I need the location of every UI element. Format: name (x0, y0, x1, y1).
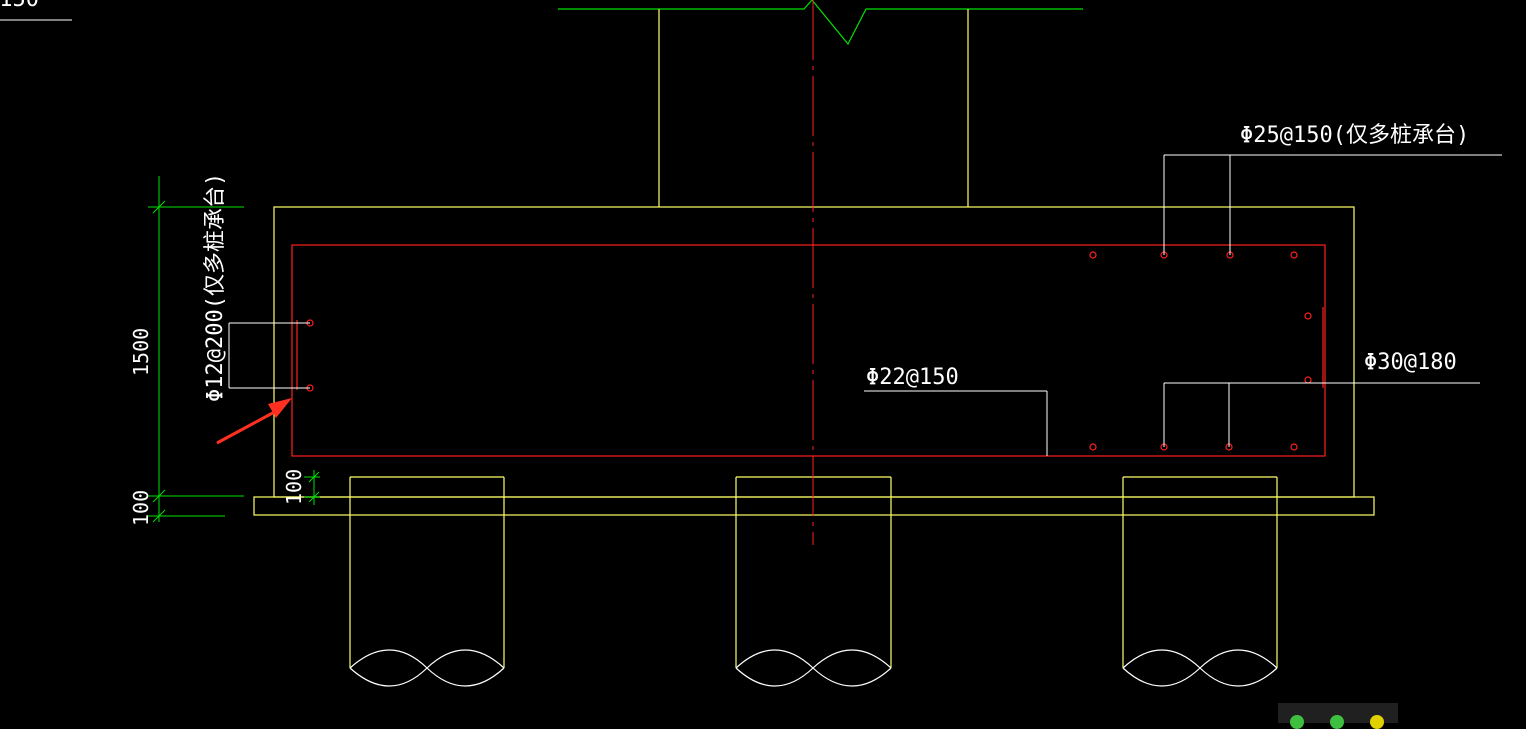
dimension-100-inner-left: 100 (282, 469, 306, 505)
pile-cap-outline (273, 206, 1355, 498)
column-break-line (558, 0, 1083, 46)
yellow-status-icon[interactable] (1370, 715, 1384, 729)
annotation-arrow (216, 398, 292, 445)
rebar-dots (306, 251, 1312, 451)
green-status-icon[interactable] (1290, 715, 1304, 729)
rebar-cage (291, 244, 1326, 457)
dimension-100-bottom-left: 100 (129, 490, 153, 526)
label-middle-rebar: Φ22@150 (866, 365, 959, 390)
leader-lines (228, 154, 1502, 456)
label-right-rebar: Φ30@180 (1364, 350, 1457, 375)
green-status-icon[interactable] (1330, 715, 1344, 729)
pile-break-symbols (349, 649, 1278, 687)
dimension-lines (148, 176, 320, 523)
top-left-fragment-label: @150 (0, 0, 39, 12)
pile-right (1122, 476, 1278, 668)
cushion-layer (253, 496, 1375, 516)
pile-left (349, 476, 505, 668)
status-tray (1278, 703, 1398, 729)
label-left-rebar-vertical: Φ12@200(仅多桩承台) (203, 173, 228, 402)
dimension-1500: 1500 (129, 328, 153, 376)
label-top-right-rebar: Φ25@150(仅多桩承台) (1240, 123, 1469, 148)
